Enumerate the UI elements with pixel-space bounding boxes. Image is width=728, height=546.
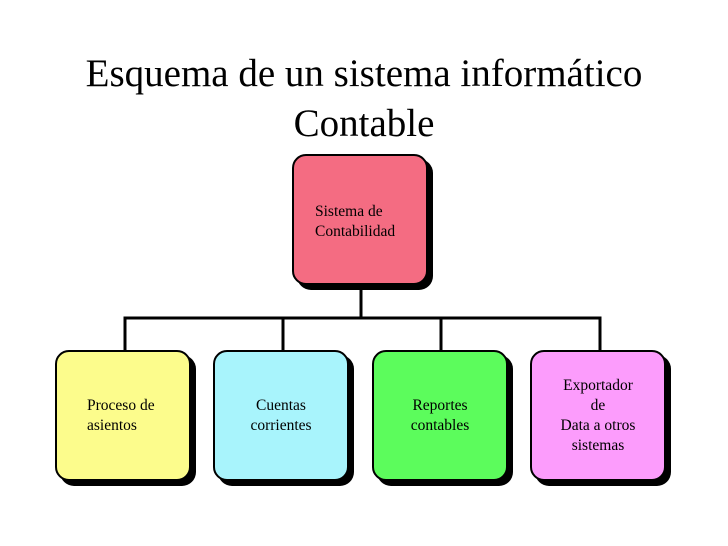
node-cuentas-corrientes: Cuentas corrientes [213,350,349,481]
node-sistema-de-contabilidad: Sistema de Contabilidad [292,154,428,285]
node-proceso-de-asientos: Proceso de asientos [55,350,191,481]
diagram-title-line-2: Contable [293,102,435,145]
node-reportes-contables: Reportes contables [372,350,508,481]
node-exportador-de-data: Exportador de Data a otros sistemas [530,350,666,481]
diagram-title-line-1: Esquema de un sistema informático [85,52,643,95]
